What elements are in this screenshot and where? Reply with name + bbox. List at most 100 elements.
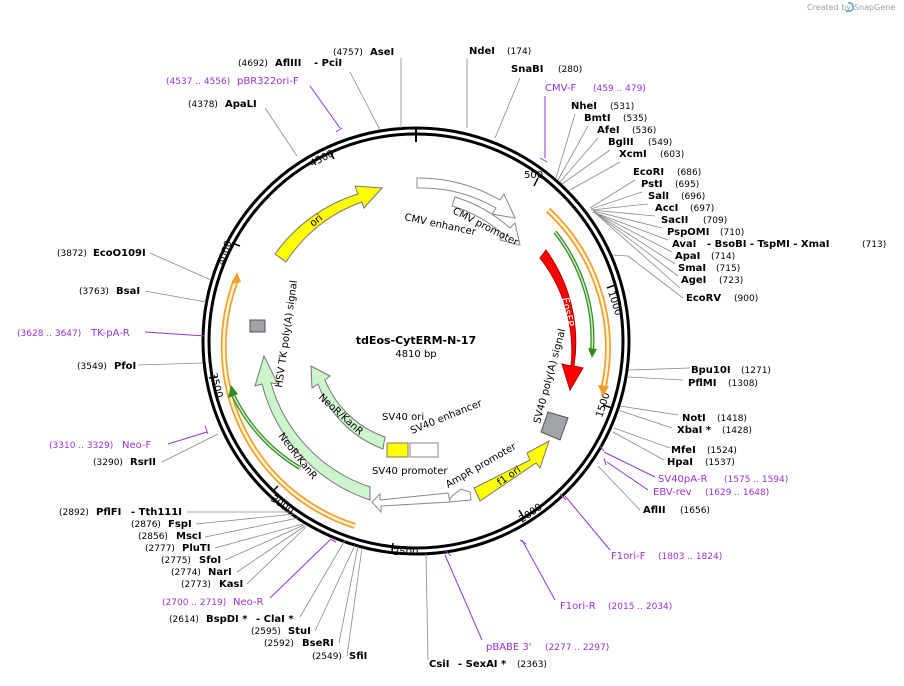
enzyme-xcmI[interactable]: XcmI(603) xyxy=(619,149,684,160)
enzyme-kasI[interactable]: (2773)KasI xyxy=(181,579,243,590)
svg-text:ApaI: ApaI xyxy=(675,251,700,262)
enzyme-narI[interactable]: (2774)NarI xyxy=(171,567,232,578)
enzyme-csiI-sexAI[interactable]: CsiI- SexAI *(2363) xyxy=(429,659,547,670)
orf-track-right-core xyxy=(547,209,610,391)
enzyme-xbaI[interactable]: XbaI *(1428) xyxy=(677,425,752,436)
enzyme-snaBI[interactable]: SnaBI (280) xyxy=(511,64,582,75)
tick-1000: 1000 xyxy=(605,290,623,318)
enzyme-pflMI[interactable]: PflMI(1308) xyxy=(688,378,758,389)
enzyme-aseI[interactable]: (4757) AseI xyxy=(333,47,394,58)
snapgene-brand-label: SnapGene xyxy=(854,3,895,12)
enzyme-afeI[interactable]: AfeI(536) xyxy=(597,125,656,136)
sv40-enhancer-block[interactable] xyxy=(409,442,439,458)
primer-pbabe-3[interactable]: pBABE 3'(2277 .. 2297) xyxy=(486,642,609,653)
svg-text:(174): (174) xyxy=(507,47,531,57)
neor-inner-arrow[interactable] xyxy=(310,365,386,450)
primer-neo-r[interactable]: (2700 .. 2719)Neo-R xyxy=(162,597,264,608)
svg-text:AgeI: AgeI xyxy=(681,275,706,286)
svg-text:BglII: BglII xyxy=(608,137,634,148)
enzyme-nheI[interactable]: NheI(531) xyxy=(571,101,634,112)
enzyme-bglII[interactable]: BglII (549) xyxy=(608,137,672,148)
svg-text:- Tth111I: - Tth111I xyxy=(131,507,182,518)
enzyme-sfiI[interactable]: (2549)SfiI xyxy=(312,651,367,662)
primer-pbr322ori-f[interactable]: (4537 .. 4556)pBR322ori-F xyxy=(166,76,299,87)
enzyme-bsaI[interactable]: (3763)BsaI xyxy=(79,286,140,297)
tick-4500: 4500 xyxy=(308,148,336,169)
enzyme-bpu10I[interactable]: Bpu10I(1271) xyxy=(691,365,771,376)
enzyme-smaI[interactable]: SmaI(715) xyxy=(678,263,740,274)
primer-tk-pa-r[interactable]: (3628 .. 3647)TK-pA-R xyxy=(17,328,130,339)
svg-text:(280): (280) xyxy=(558,65,582,75)
enzyme-stuI[interactable]: (2595)StuI xyxy=(251,626,311,637)
svg-text:(4378): (4378) xyxy=(188,100,218,110)
enzyme-fspI[interactable]: (2876)FspI xyxy=(131,519,192,530)
cmv-promoter-arrow[interactable] xyxy=(451,196,521,246)
ori-arrow[interactable] xyxy=(274,185,384,263)
enzyme-hpaI[interactable]: HpaI(1537) xyxy=(667,457,735,468)
enzyme-aflII[interactable]: AflII(1656) xyxy=(643,505,710,516)
enzyme-bseRI[interactable]: (2592)BseRI xyxy=(264,638,334,649)
svg-text:HpaI: HpaI xyxy=(667,457,693,468)
primer-neo-f[interactable]: (3310 .. 3329)Neo-F xyxy=(49,440,152,451)
svg-text:CMV-F: CMV-F xyxy=(545,83,576,94)
svg-text:(549): (549) xyxy=(648,138,672,148)
svg-text:XcmI: XcmI xyxy=(619,149,647,160)
svg-text:PluTI: PluTI xyxy=(182,543,210,554)
enzyme-avaI-group[interactable]: AvaI- BsoBI - TspMI - XmaI(713) xyxy=(672,239,886,250)
f1-ori-arrow[interactable] xyxy=(473,439,550,502)
cmv-enhancer-arrow[interactable] xyxy=(416,177,516,219)
enzyme-mscI[interactable]: (2856)MscI xyxy=(138,531,202,542)
sv40-promoter-arrow[interactable] xyxy=(371,492,451,514)
primer-f1ori-r[interactable]: F1ori-R(2015 .. 2034) xyxy=(560,601,672,612)
ampr-promoter-arrow[interactable] xyxy=(447,488,472,503)
svg-text:(714): (714) xyxy=(711,252,735,262)
enzyme-bmtI[interactable]: BmtI(535) xyxy=(584,113,647,124)
svg-text:AvaI: AvaI xyxy=(672,239,696,250)
enzyme-pflFI-tth111I[interactable]: (2892) PflFI - Tth111I xyxy=(59,507,182,518)
svg-text:CsiI: CsiI xyxy=(429,659,449,670)
enzyme-ageI[interactable]: AgeI(723) xyxy=(681,275,743,286)
primer-f1ori-f[interactable]: F1ori-F(1803 .. 1824) xyxy=(611,551,722,562)
enzyme-ecoRI[interactable]: EcoRI(686) xyxy=(633,167,701,178)
enzyme-sfoI[interactable]: (2775)SfoI xyxy=(161,555,221,566)
enzyme-bspDI-claI[interactable]: (2614)BspDI *- ClaI * xyxy=(169,614,294,625)
enzyme-pfoI[interactable]: (3549)PfoI xyxy=(77,361,136,372)
enzyme-sacII[interactable]: SacII(709) xyxy=(661,215,727,226)
enzyme-pstI[interactable]: PstI(695) xyxy=(641,179,699,190)
svg-text:Neo-R: Neo-R xyxy=(233,597,264,608)
svg-text:NheI: NheI xyxy=(571,101,597,112)
enzyme-ecoRV[interactable]: EcoRV(900) xyxy=(686,293,758,304)
svg-text:AseI: AseI xyxy=(370,47,394,58)
primer-sv40pa-r[interactable]: SV40pA-R(1575 .. 1594) xyxy=(658,474,788,485)
sv40-polya-block[interactable] xyxy=(540,411,569,441)
svg-text:EcoRV: EcoRV xyxy=(686,293,721,304)
enzyme-aflIII-pciI[interactable]: (4692) AflIII - PciI xyxy=(238,58,342,69)
primer-cmv-f[interactable]: CMV-F(459 .. 479) xyxy=(545,83,646,94)
enzyme-apaI[interactable]: ApaI (714) xyxy=(675,251,735,262)
enzyme-apaLI[interactable]: (4378) ApaLI xyxy=(188,99,257,110)
enzyme-ndeI[interactable]: NdeI (174) xyxy=(469,46,531,57)
enzyme-salI[interactable]: SalI(696) xyxy=(648,191,705,202)
svg-text:(1629 .. 1648): (1629 .. 1648) xyxy=(705,488,769,498)
enzyme-ecoO109I[interactable]: (3872)EcoO109I xyxy=(57,248,146,259)
green-track-right-head xyxy=(588,348,597,358)
enzyme-pspOMI[interactable]: PspOMI(710) xyxy=(667,227,744,238)
svg-text:(2892): (2892) xyxy=(59,508,89,518)
svg-text:SfoI: SfoI xyxy=(199,555,221,566)
svg-text:SacII: SacII xyxy=(661,215,688,226)
enzyme-pluTI[interactable]: (2777)PluTI xyxy=(145,543,210,554)
neor-outer-arrow[interactable] xyxy=(254,354,371,501)
enzyme-mfeI[interactable]: MfeI(1524) xyxy=(671,445,737,456)
svg-text:PstI: PstI xyxy=(641,179,663,190)
enzyme-accI[interactable]: AccI(697) xyxy=(655,203,714,214)
svg-text:(536): (536) xyxy=(632,126,656,136)
svg-text:- BsoBI - TspMI - XmaI: - BsoBI - TspMI - XmaI xyxy=(707,239,830,250)
hsv-polya-block[interactable] xyxy=(249,319,266,333)
svg-text:KasI: KasI xyxy=(219,579,243,590)
eosfp-arrow[interactable] xyxy=(539,249,584,392)
primer-ebv-rev[interactable]: EBV-rev(1629 .. 1648) xyxy=(653,487,769,498)
enzyme-rsrII[interactable]: (3290)RsrII xyxy=(93,457,156,468)
enzyme-notI[interactable]: NotI(1418) xyxy=(682,413,747,424)
svg-text:PflFI: PflFI xyxy=(96,507,121,518)
sv40-ori-block[interactable] xyxy=(386,442,409,458)
